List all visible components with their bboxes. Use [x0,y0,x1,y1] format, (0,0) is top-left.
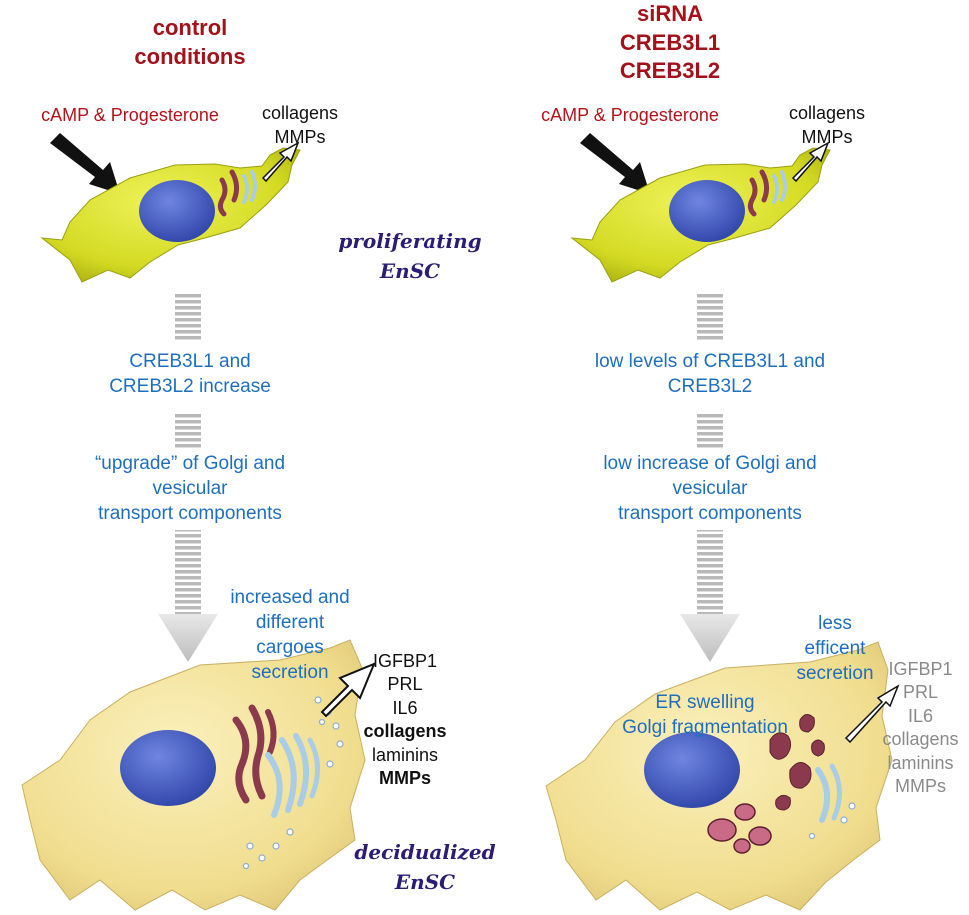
er-icon [772,170,787,204]
er-icon [815,763,842,823]
stimulus-arrow-right [580,133,650,194]
left-stimulus-label: cAMP & Progesterone [41,105,219,125]
proliferating-label: proliferating EnSC [338,229,482,283]
stimulus-arrow-left [50,133,120,194]
vesicles-icon [808,802,856,840]
dashed-connector-left-1 [175,292,201,340]
swollen-er-icon [707,803,772,854]
right-title-line-1: siRNA [636,1,703,26]
secretion-arrow-top-left [261,141,300,183]
right-title: siRNA CREB3L1 CREB3L2 [580,0,760,86]
right-stimulus-label: cAMP & Progesterone [541,105,719,125]
dashed-arrow-right-3 [680,530,740,662]
fragmented-golgi-icon [769,714,825,811]
dashed-connector-right-1 [697,292,723,340]
secretion-arrow-bottom-right [844,684,900,744]
left-bottom-secretion-list: IGFBP1 PRL IL6 collagens laminins MMPs [363,651,447,788]
golgi-icon [747,169,770,217]
nucleus-icon [644,732,740,808]
right-step2-label: low increase of Golgi and vesicular tran… [603,453,817,525]
right-step1-label: low levels of CREB3L1 and CREB3L2 [594,351,826,398]
secretion-arrow-top-right [791,141,830,183]
er-icon [242,170,257,204]
left-step1-label: CREB3L1 and CREB3L2 increase [109,351,271,398]
right-bottom-secretion-list: IGFBP1 PRL IL6 collagens laminins MMPs [882,659,959,796]
golgi-icon [217,169,240,217]
dashed-arrow-left-3 [158,530,218,662]
nucleus-icon [669,180,745,242]
proliferating-cell-left [40,147,301,283]
left-outcome-label: increased and different cargoes secretio… [230,587,350,684]
nucleus-icon [139,180,215,242]
decidualized-cell-right [545,641,893,911]
left-title: control conditions [100,14,280,71]
left-title-line-1: control [152,15,228,40]
nucleus-icon [120,730,216,806]
right-top-secretion-label: collagens MMPs [788,103,866,147]
decidualized-cell-left [21,639,366,911]
vesicles-icon [242,696,344,870]
left-top-secretion-label: collagens MMPs [261,103,339,147]
left-title-line-2: conditions [134,43,246,69]
dashed-connector-right-2 [697,412,723,448]
right-defects-label: ER swelling Golgi fragmentation [622,692,788,739]
left-step2-label: “upgrade” of Golgi and vesicular transpo… [94,453,286,525]
secretion-arrow-bottom-left [320,662,376,718]
golgi-icon [232,704,277,804]
decidualized-label: decidualized EnSC [354,840,496,894]
right-outcome-label: less efficent secretion [796,613,874,685]
right-title-line-3: CREB3L2 [619,58,721,84]
er-icon [265,733,320,818]
proliferating-cell-right [570,147,831,283]
dashed-connector-left-2 [175,412,201,448]
right-title-line-2: CREB3L1 [619,29,721,55]
